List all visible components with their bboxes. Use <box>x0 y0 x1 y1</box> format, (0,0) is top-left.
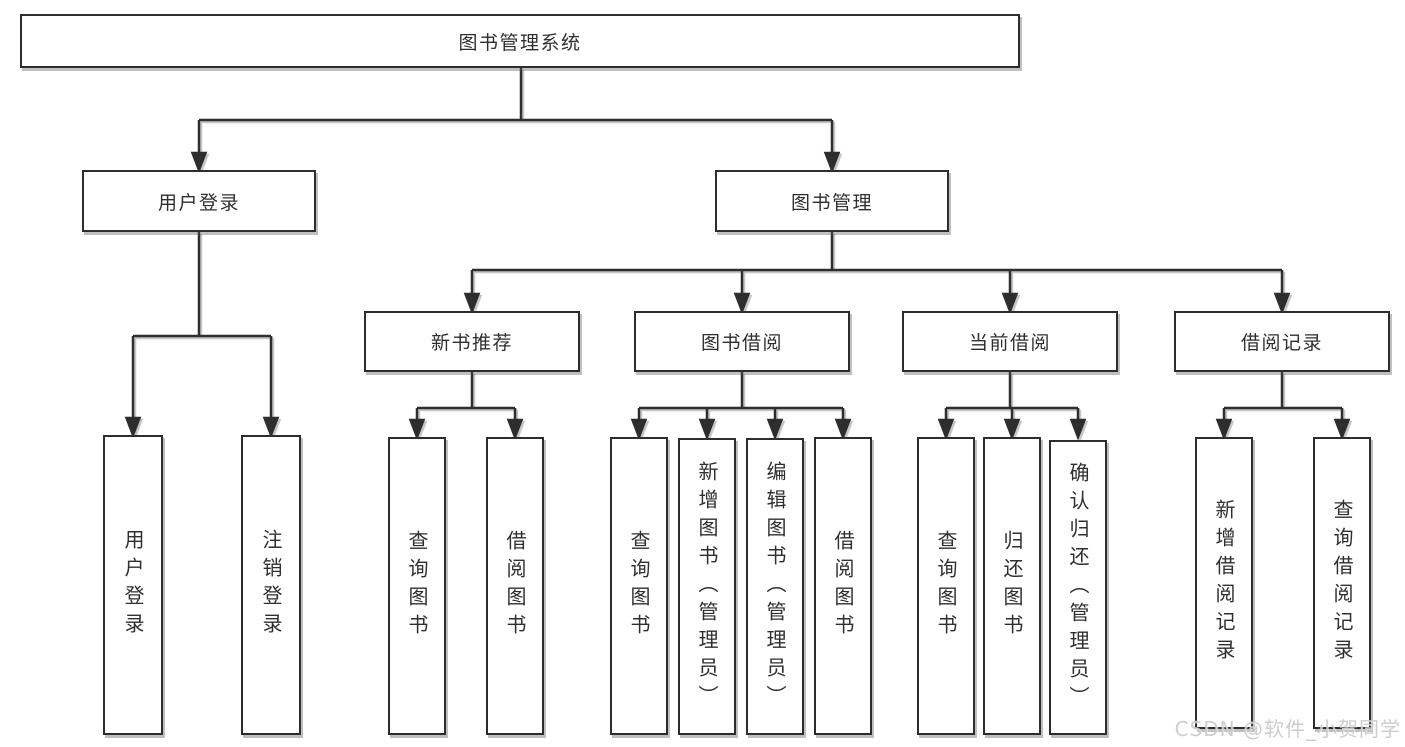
leaf-br-add-record-label: 新增借阅记录 <box>1212 499 1236 667</box>
leaf-bb-edit-book-admin-label: 编辑图书（管理员） <box>763 460 787 713</box>
leaf-bb-query-books: 查询图书 <box>610 437 668 735</box>
node-root-label: 图书管理系统 <box>458 31 582 54</box>
leaf-cb-query-books: 查询图书 <box>917 437 975 735</box>
leaf-logout-label: 注销登录 <box>259 529 283 641</box>
node-new-book-recommend-label: 新书推荐 <box>430 332 513 354</box>
leaf-nb-query-books: 查询图书 <box>388 437 446 735</box>
leaf-cb-query-books-label: 查询图书 <box>934 530 958 642</box>
node-current-borrow-label: 当前借阅 <box>968 332 1051 354</box>
leaf-cb-confirm-return-admin: 确认归还（管理员） <box>1049 440 1107 735</box>
leaf-logout: 注销登录 <box>241 435 301 735</box>
leaf-bb-borrow-books: 借阅图书 <box>814 437 872 735</box>
leaf-cb-return-books-label: 归还图书 <box>1000 530 1024 642</box>
leaf-cb-return-books: 归还图书 <box>983 437 1041 735</box>
leaf-nb-query-books-label: 查询图书 <box>405 530 429 642</box>
leaf-cb-confirm-return-admin-label: 确认归还（管理员） <box>1066 461 1090 714</box>
leaf-nb-borrow-books-label: 借阅图书 <box>503 530 527 642</box>
node-new-book-recommend: 新书推荐 <box>364 311 580 372</box>
leaf-user-login: 用户登录 <box>103 435 163 735</box>
node-user-login: 用户登录 <box>82 170 316 232</box>
leaf-br-add-record: 新增借阅记录 <box>1195 437 1253 729</box>
leaf-br-query-record-label: 查询借阅记录 <box>1330 499 1354 667</box>
node-book-borrow: 图书借阅 <box>634 311 850 372</box>
node-borrow-records-label: 借阅记录 <box>1240 332 1323 354</box>
leaf-bb-add-book-admin-label: 新增图书（管理员） <box>695 460 719 713</box>
node-borrow-records: 借阅记录 <box>1174 311 1390 372</box>
leaf-bb-add-book-admin: 新增图书（管理员） <box>678 438 736 735</box>
node-current-borrow: 当前借阅 <box>902 311 1118 372</box>
node-book-management: 图书管理 <box>715 170 949 232</box>
leaf-nb-borrow-books: 借阅图书 <box>486 437 544 735</box>
node-root: 图书管理系统 <box>20 14 1020 68</box>
watermark: CSDN @软件_小贺同学 <box>1174 717 1401 741</box>
leaf-user-login-label: 用户登录 <box>121 529 145 641</box>
node-book-borrow-label: 图书借阅 <box>700 332 783 354</box>
leaf-bb-edit-book-admin: 编辑图书（管理员） <box>746 438 804 735</box>
leaf-bb-query-books-label: 查询图书 <box>627 530 651 642</box>
leaf-br-query-record: 查询借阅记录 <box>1313 437 1371 729</box>
node-user-login-label: 用户登录 <box>157 191 240 214</box>
node-book-management-label: 图书管理 <box>790 191 873 214</box>
leaf-bb-borrow-books-label: 借阅图书 <box>831 530 855 642</box>
